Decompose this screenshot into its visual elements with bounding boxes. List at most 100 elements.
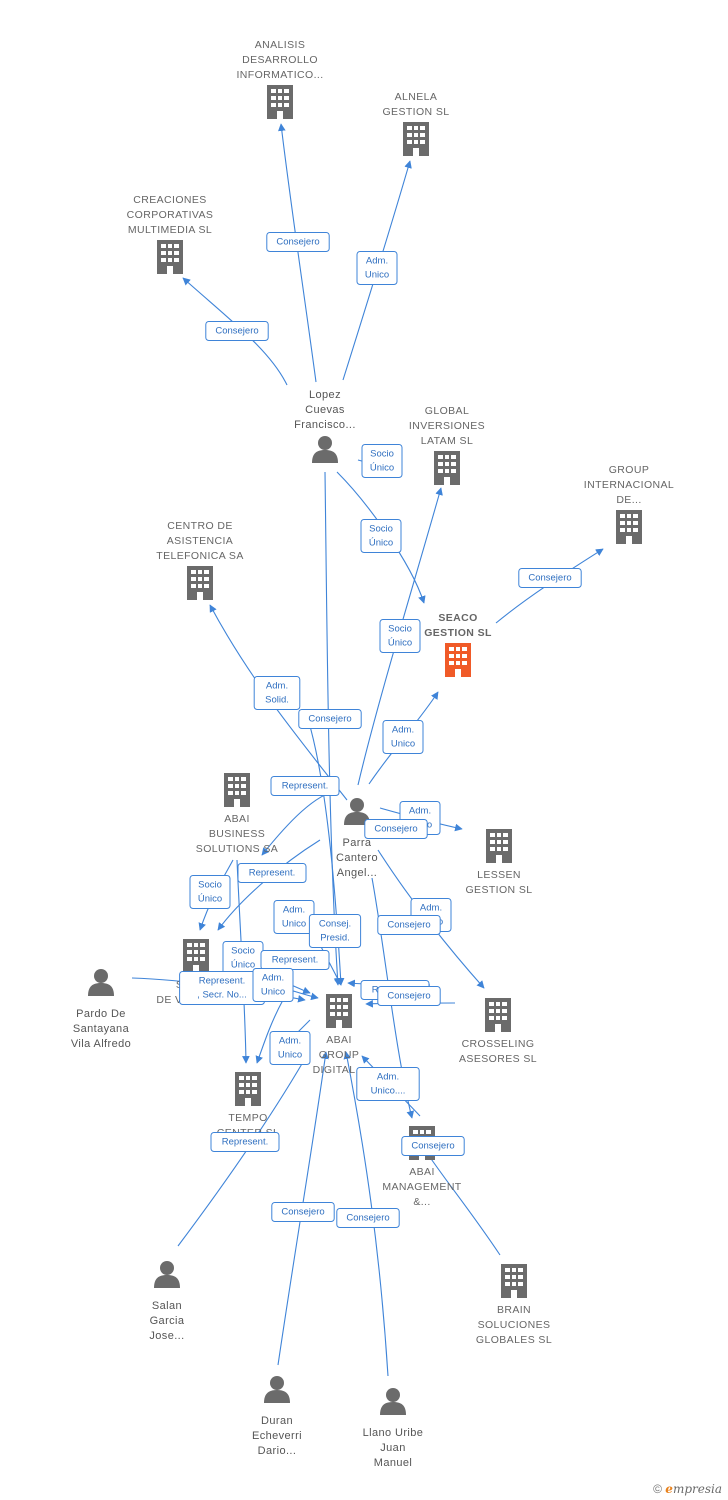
- relation-label[interactable]: Represent.: [260, 950, 330, 970]
- relation-label[interactable]: Adm.Solid.: [253, 676, 301, 710]
- relation-label[interactable]: Adm. Unico: [356, 251, 398, 285]
- person-icon: [380, 1388, 406, 1415]
- relation-label[interactable]: Consejero: [298, 709, 362, 729]
- node-label-line: CENTRO DE: [167, 520, 232, 532]
- relation-label[interactable]: Consejero: [377, 986, 441, 1006]
- relation-label[interactable]: Consejero: [336, 1208, 400, 1228]
- relation-label[interactable]: Adm. Unico....: [356, 1067, 420, 1101]
- relation-label-box: [360, 519, 402, 553]
- node-label-line: BUSINESS: [209, 828, 265, 840]
- node-label-line: ASESORES SL: [459, 1053, 537, 1065]
- relation-label[interactable]: Consejero: [401, 1136, 465, 1156]
- node-label-line: Salan: [152, 1300, 182, 1312]
- relation-label-text: Consejero: [411, 1141, 454, 1152]
- node-alnela[interactable]: ALNELA GESTION SL: [382, 91, 449, 156]
- node-tempo[interactable]: TEMPOCENTER SL: [217, 1072, 280, 1139]
- relation-label-box: [401, 1136, 465, 1156]
- node-group_int[interactable]: GROUPINTERNACIONALDE...: [584, 464, 674, 544]
- relation-label[interactable]: Consejero: [364, 819, 428, 839]
- node-label-line: GLOBAL: [425, 405, 469, 417]
- building-icon: [267, 85, 293, 119]
- relation-label-text: Consejero: [374, 824, 417, 835]
- node-duran[interactable]: DuranEcheverriDario...: [252, 1376, 302, 1457]
- relation-label[interactable]: Represent., Secr. No...: [179, 971, 265, 1005]
- relation-label-text: Único: [370, 463, 394, 474]
- relation-label-text: Presid.: [320, 933, 350, 944]
- relation-label[interactable]: Adm.Unico: [269, 1031, 311, 1065]
- relation-label-box: [377, 915, 441, 935]
- relation-label[interactable]: Represent.: [237, 863, 307, 883]
- relation-label-box: [377, 986, 441, 1006]
- brand-logo: empresia: [665, 1482, 722, 1496]
- relation-edge-parra-to-soluciones_ventas: [217, 839, 321, 931]
- node-analisis[interactable]: ANALISISDESARROLLOINFORMATICO...: [236, 39, 323, 119]
- node-label-line: CREACIONES: [133, 194, 206, 206]
- relation-label-box: [260, 950, 330, 970]
- node-label-line: ALNELA: [395, 91, 438, 103]
- relation-label[interactable]: Consejero: [266, 232, 330, 252]
- relation-label[interactable]: Adm.Unico: [252, 968, 294, 1002]
- node-label-line: Llano Uribe: [363, 1427, 424, 1439]
- relation-label-text: Único: [198, 894, 222, 905]
- person-icon: [88, 969, 114, 996]
- relation-label-text: Represent.: [249, 868, 295, 879]
- relation-label-text: Adm.: [392, 725, 414, 736]
- relation-label-text: Consejero: [281, 1207, 324, 1218]
- relation-label[interactable]: Represent.: [210, 1132, 280, 1152]
- relation-label-text: Unico: [365, 270, 389, 281]
- node-abai_management[interactable]: ABAIMANAGEMENT&...: [382, 1126, 461, 1208]
- node-lopez[interactable]: LopezCuevasFrancisco...: [294, 389, 356, 463]
- node-parra[interactable]: ParraCanteroAngel...: [336, 798, 378, 879]
- relation-label[interactable]: Adm.Unico: [273, 900, 315, 934]
- relation-label-text: Adm.: [420, 903, 442, 914]
- node-label-line: Angel...: [337, 867, 378, 879]
- node-label-line: Francisco...: [294, 419, 356, 431]
- node-label-line: Cuevas: [305, 404, 345, 416]
- relation-label[interactable]: Consejero: [518, 568, 582, 588]
- node-label-line: Dario...: [258, 1445, 297, 1457]
- relation-label-text: Adm.: [377, 1072, 399, 1083]
- relation-label[interactable]: Represent.: [270, 776, 340, 796]
- relation-label-box: [382, 720, 424, 754]
- relation-label[interactable]: Consejero: [205, 321, 269, 341]
- relation-label-box: [336, 1208, 400, 1228]
- building-icon: [486, 829, 512, 863]
- relation-label-box: [379, 619, 421, 653]
- relation-label-text: Adm.: [366, 256, 388, 267]
- relation-label-text: Consejero: [528, 573, 571, 584]
- relation-label-box: [266, 232, 330, 252]
- relation-label-text: Único: [231, 960, 255, 971]
- relation-label-text: Unico....: [371, 1086, 406, 1097]
- relation-label[interactable]: Consej. Presid.: [308, 914, 362, 948]
- node-label-line: GESTION SL: [382, 106, 449, 118]
- relation-label[interactable]: Consejero: [377, 915, 441, 935]
- node-label-line: INVERSIONES: [409, 420, 485, 432]
- relation-label-text: Adm.: [283, 905, 305, 916]
- node-label-line: GROUP: [319, 1049, 360, 1061]
- relation-label-text: Consej.: [319, 919, 351, 930]
- relation-label[interactable]: Adm.Unico: [382, 720, 424, 754]
- relation-label-text: Socio: [370, 449, 394, 460]
- node-label-line: SOLUTIONS SA: [196, 843, 278, 855]
- building-icon: [187, 566, 213, 600]
- relation-label[interactable]: Consejero: [271, 1202, 335, 1222]
- building-icon: [224, 773, 250, 807]
- node-abai_group[interactable]: ABAIGROUPDIGITAL...: [313, 994, 366, 1076]
- node-label-line: TEMPO: [228, 1112, 267, 1124]
- node-salan[interactable]: SalanGarciaJose...: [149, 1261, 184, 1342]
- relation-label-text: Socio: [388, 624, 412, 635]
